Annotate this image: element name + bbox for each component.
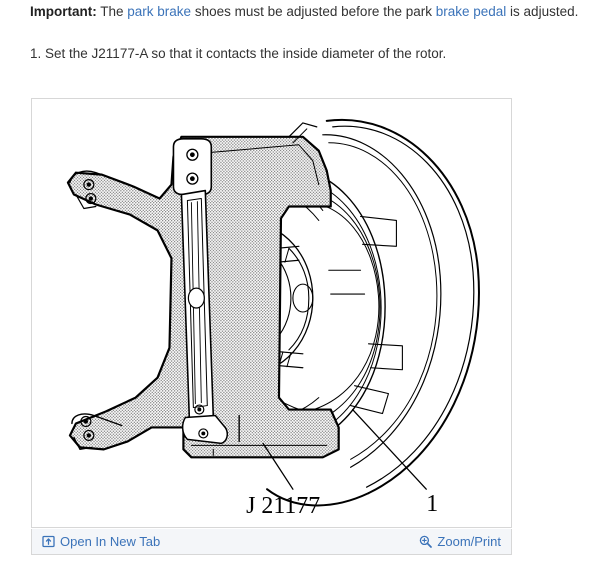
zoom-print-label: Zoom/Print <box>437 534 501 549</box>
step-item-1: 1. Set the J21177-A so that it contacts … <box>30 46 447 61</box>
open-in-new-tab-icon <box>42 535 55 548</box>
important-note: Important: The park brake shoes must be … <box>30 0 604 22</box>
open-in-new-tab-button[interactable]: Open In New Tab <box>42 535 160 548</box>
figure-tool-label: J 21177 <box>246 493 320 519</box>
knuckle-ear-top <box>69 170 125 210</box>
link-brake-pedal[interactable]: brake pedal <box>435 4 507 19</box>
important-text-part-2: shoes must be adjusted before the park <box>191 4 436 19</box>
important-label: Important: <box>30 4 97 19</box>
figure-toolbar: Open In New Tab Zoom/Print <box>31 529 512 555</box>
leader-j21177 <box>262 442 294 490</box>
important-text-part-1: The <box>96 4 128 19</box>
figure-callout-1: 1 <box>426 491 438 517</box>
leader-callout-1 <box>351 408 427 490</box>
j21177-gauge-tool <box>172 138 229 445</box>
brake-assembly-illustration: J 21177 1 <box>66 118 480 519</box>
link-park-brake[interactable]: park brake <box>127 4 192 19</box>
callout-leaders <box>262 408 427 490</box>
zoom-print-button[interactable]: Zoom/Print <box>419 535 501 548</box>
important-text-part-3: is adjusted. <box>506 4 579 19</box>
knuckle-ear-bottom <box>71 413 123 450</box>
instruction-text-block: Important: The park brake shoes must be … <box>30 0 604 64</box>
knuckle-top-tab <box>288 122 318 144</box>
magnifier-plus-icon <box>419 535 433 548</box>
figure-panel[interactable]: J 21177 1 <box>31 98 512 528</box>
open-in-new-tab-label: Open In New Tab <box>60 534 161 549</box>
brake-rotor-outline <box>266 118 480 507</box>
